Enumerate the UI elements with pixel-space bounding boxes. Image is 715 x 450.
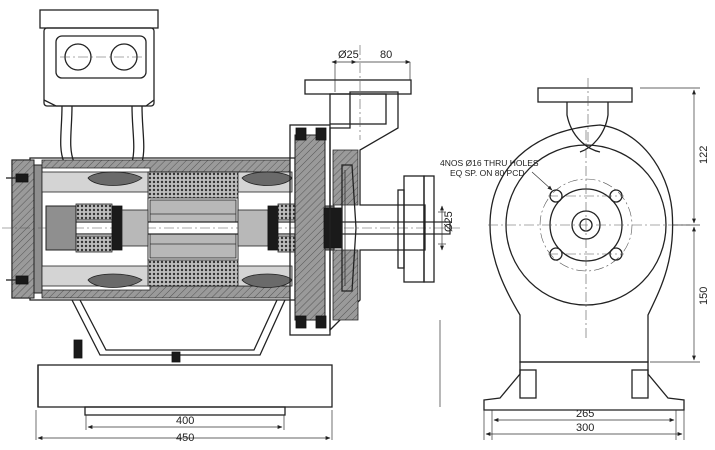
shaft-dia-label: Ø25 (443, 211, 455, 232)
base-outer-end-label: 300 (576, 422, 594, 434)
pump-bracket (289, 124, 343, 336)
end-view (483, 78, 700, 440)
hole-note-line-2: EQ SP. ON 80 PCD (450, 168, 524, 178)
hole-note-line-1: 4NOS Ø16 THRU HOLES (440, 158, 539, 168)
height-upper-label: 122 (698, 146, 710, 164)
rotor-shaft (2, 199, 460, 259)
inlet-dia-label: Ø25 (338, 49, 359, 61)
inlet-offset-label: 80 (380, 49, 392, 61)
base-plate (37, 299, 333, 416)
base-inner-side-label: 400 (176, 415, 194, 427)
base-inner-end-label: 265 (576, 408, 594, 420)
base-outer-side-label: 450 (176, 432, 194, 444)
height-lower-label: 150 (698, 287, 710, 305)
terminal-box (39, 9, 159, 163)
volute-casing (304, 45, 435, 332)
side-dimensions (35, 60, 446, 440)
side-view: Ø25 80 Ø25 400 450 (2, 9, 460, 444)
